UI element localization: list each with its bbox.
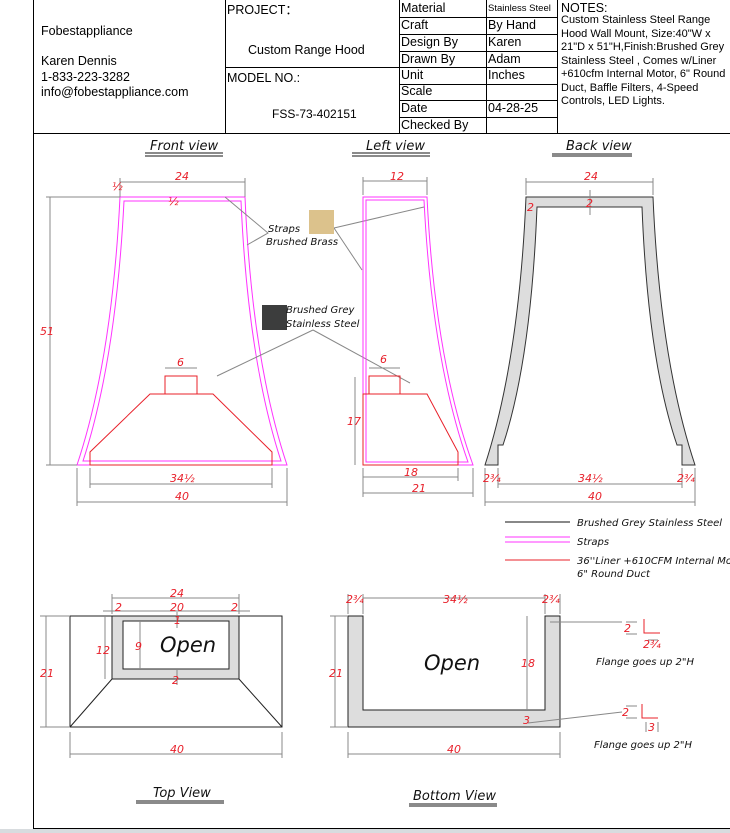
dim: 2 (586, 197, 593, 210)
legend-straps: Straps (577, 537, 609, 548)
dim: ½ (168, 195, 179, 208)
spec-value: Stainless Steel (488, 3, 551, 14)
dim: 21 (40, 667, 54, 680)
brass-callout: Brushed Brass (266, 237, 338, 248)
company-name: Fobestappliance (41, 24, 133, 38)
spec-label: Date (401, 101, 428, 115)
dim: 18 (404, 466, 418, 479)
dim: 40 (447, 743, 461, 756)
flange-height: 2 (624, 622, 631, 635)
left-view (354, 177, 474, 497)
dim: 34½ (443, 593, 468, 606)
spec-value: Inches (488, 68, 525, 82)
dim: 3 (523, 714, 530, 727)
flange-width: 2¾ (643, 638, 661, 651)
stainless-callout: Stainless Steel (286, 319, 360, 330)
notes-text: Custom Stainless Steel Range Hood Wall M… (561, 14, 726, 107)
dim: 21 (329, 667, 343, 680)
dim: ½ (112, 180, 123, 193)
front-view (46, 178, 425, 506)
bottom-open-label: Open (424, 651, 480, 675)
brass-swatch (309, 210, 334, 234)
dim: 40 (175, 490, 189, 503)
left-view-title: Left view (366, 139, 425, 154)
dim: 17 (347, 415, 361, 428)
notes: NOTES: Custom Stainless Steel Range Hood… (561, 2, 729, 109)
bottom-view (330, 594, 660, 758)
contact-phone: 1-833-223-3282 (41, 70, 130, 84)
bottom-strip (0, 829, 730, 833)
dim: 2¾ (542, 593, 560, 606)
front-view-title: Front view (150, 139, 219, 154)
spec-label: Unit (401, 68, 424, 82)
top-open-label: Open (160, 633, 216, 657)
dim: 34½ (578, 472, 603, 485)
dim: 12 (96, 644, 110, 657)
dim: 51 (40, 325, 54, 338)
dim: 2¾ (346, 593, 364, 606)
model-label: MODEL NO.: (227, 71, 301, 85)
legend-steel: Brushed Grey Stainless Steel (577, 518, 722, 529)
top-view (40, 594, 283, 758)
legend-liner: 36''Liner +610CFM Internal Motor (577, 556, 730, 567)
dim: 20 (170, 601, 184, 614)
dim: 2¾ (483, 472, 501, 485)
contact-email: info@fobestappliance.com (41, 85, 189, 99)
back-view-title: Back view (566, 139, 632, 154)
legend-duct: 6" Round Duct (577, 569, 651, 580)
dim: 12 (390, 170, 404, 183)
dim: 9 (135, 640, 142, 653)
project-name: Custom Range Hood (248, 43, 365, 57)
dim: 6 (177, 356, 184, 369)
dim: 2¾ (677, 472, 695, 485)
grey-steel-swatch (262, 305, 287, 330)
spec-value: Karen (488, 35, 522, 49)
flange-height: 2 (622, 706, 629, 719)
dim: 24 (584, 170, 598, 183)
dim: 24 (175, 170, 189, 183)
dim: 40 (170, 743, 184, 756)
dim: 2 (115, 601, 122, 614)
spec-label: Checked By (401, 118, 469, 132)
spec-label: Scale (401, 84, 433, 98)
bottom-view-title: Bottom View (413, 789, 496, 804)
title-underlines (136, 152, 632, 807)
legend-lines (505, 521, 570, 561)
dim: 1 (174, 614, 181, 627)
dim: 2 (172, 674, 179, 687)
notes-title: NOTES: (561, 1, 608, 15)
spec-value: 04-28-25 (488, 101, 539, 115)
spec-label: Drawn By (401, 52, 456, 66)
spec-value: By Hand (488, 18, 536, 32)
drawing-frame (33, 0, 730, 829)
flange-width: 3 (648, 721, 655, 734)
contact-name: Karen Dennis (41, 54, 117, 68)
spec-label: Material (401, 1, 446, 15)
dim: 2 (231, 601, 238, 614)
dim: 21 (412, 482, 426, 495)
project-label: PROJECT： (227, 3, 298, 17)
flange-note: Flange goes up 2"H (594, 740, 693, 751)
back-view (484, 178, 696, 506)
dim: 18 (521, 657, 535, 670)
dim: 24 (170, 587, 184, 600)
dim: 34½ (170, 472, 195, 485)
dim: 40 (588, 490, 602, 503)
top-view-title: Top View (153, 786, 211, 801)
straps-callout: Straps (268, 224, 300, 235)
spec-label: Craft (401, 18, 429, 32)
spec-label: Design By (401, 35, 458, 49)
model-number: FSS-73-402151 (272, 107, 357, 121)
dim: 6 (380, 353, 387, 366)
flange-note: Flange goes up 2"H (596, 657, 695, 668)
dim: 2 (527, 201, 534, 214)
spec-value: Adam (488, 52, 521, 66)
grey-callout: Brushed Grey (286, 305, 356, 316)
